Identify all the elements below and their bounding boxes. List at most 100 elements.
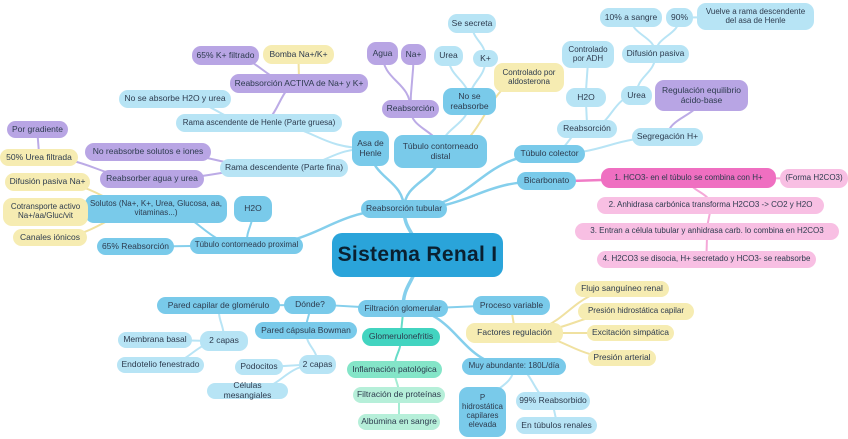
node-membrana-basal[interactable]: Membrana basal [118, 332, 192, 348]
node-label: Filtración de proteínas [356, 389, 442, 400]
node-10-sangre[interactable]: 10% a sangre [600, 8, 662, 27]
node-reabsorber-agua-urea[interactable]: Reabsorber agua y urea [100, 170, 204, 188]
node-tubulo-distal[interactable]: Túbulo contorneado distal [394, 135, 487, 168]
node-controlado-aldosterona[interactable]: Controlado por aldosterona [494, 63, 564, 92]
central-topic[interactable]: Sistema Renal I [332, 233, 503, 277]
node-proceso-variable[interactable]: Proceso variable [473, 296, 550, 315]
node-celulas-mesangiales[interactable]: Células mesangiales [207, 381, 288, 400]
node-label: Vuelve a rama descendente del asa de Hen… [705, 6, 806, 25]
node-podocitos[interactable]: Podocitos [235, 359, 283, 375]
node-tubulo-proximal[interactable]: Túbulo contorneado proximal [190, 237, 303, 254]
node-glomerulonefritis[interactable]: Glomerulonefritis [362, 328, 440, 346]
node-label: 4. H2CO3 se disocia, H+ secretado y HCO3… [602, 254, 811, 264]
node-rama-descendente[interactable]: Rama descendente (Parte fina) [220, 159, 348, 177]
node-65-reabsorcion[interactable]: 65% Reabsorción [97, 238, 174, 255]
node-reabsorcion-activa[interactable]: Reabsorción ACTIVA de Na+ y K+ [230, 74, 368, 93]
node-label: Bicarbonato [523, 175, 570, 186]
node-donde[interactable]: Dónde? [284, 296, 336, 314]
node-reabsorcion-purple[interactable]: Reabsorción [382, 100, 439, 118]
node-label: Solutos (Na+, K+, Urea, Glucosa, aa, vit… [89, 199, 223, 217]
node-label: Sistema Renal I [337, 243, 498, 267]
node-forma-h2co3[interactable]: (Forma H2CO3) [780, 169, 848, 188]
node-muy-abundante[interactable]: Muy abundante: 180L/día [462, 358, 566, 375]
node-2capas-1[interactable]: 2 capas [200, 331, 248, 351]
node-asa-henle[interactable]: Asa de Henle [352, 131, 389, 166]
node-no-se-reabsorbe[interactable]: No se reabsorbe [443, 88, 496, 115]
node-segregacion-h[interactable]: Segregación H+ [632, 128, 703, 146]
node-65-k-filtrado[interactable]: 65% K+ filtrado [192, 46, 259, 65]
node-filtracion-proteinas[interactable]: Filtración de proteínas [353, 387, 445, 403]
node-urea-top[interactable]: Urea [434, 46, 463, 66]
node-label: Reabsorción tubular [365, 203, 443, 214]
node-label: P hidrostática capilares elevada [462, 393, 503, 429]
node-difusion-pasiva-na[interactable]: Difusión pasiva Na+ [5, 173, 90, 191]
node-cotransporte[interactable]: Cotransporte activo Na+/aa/Gluc/vit [3, 198, 88, 226]
node-label: Agua [372, 47, 393, 58]
node-bicarbonato[interactable]: Bicarbonato [517, 172, 576, 190]
node-vuelve-rama[interactable]: Vuelve a rama descendente del asa de Hen… [697, 3, 814, 30]
node-anhidrasa-2[interactable]: 2. Anhidrasa carbónica transforma H2CO3 … [597, 197, 824, 214]
node-label: K+ [480, 52, 491, 63]
node-hco3-1[interactable]: 1. HCO3- en el túbulo se combina con H+ [601, 168, 776, 188]
node-albumina[interactable]: Albúmina en sangre [358, 414, 440, 430]
node-regulacion-acido-base[interactable]: Regulación equilibrio ácido-base [655, 80, 748, 111]
node-canales-ionicos[interactable]: Canales iónicos [13, 229, 87, 246]
node-label: Rama descendente (Parte fina) [224, 162, 344, 173]
node-label: Controlado por ADH [568, 44, 608, 63]
node-2capas-2[interactable]: 2 capas [299, 355, 336, 374]
node-label: 3. Entran a célula tubular y anhidrasa c… [590, 226, 824, 236]
node-en-tubulos[interactable]: En túbulos renales [516, 417, 597, 434]
node-label: Se secreta [451, 17, 493, 28]
node-90[interactable]: 90% [666, 8, 693, 27]
node-urea-right[interactable]: Urea [621, 86, 652, 105]
node-label: En túbulos renales [521, 419, 592, 430]
node-h2o-right[interactable]: H2O [566, 88, 606, 107]
node-pared-bowman[interactable]: Pared cápsula Bowman [255, 322, 357, 339]
node-h2o-left[interactable]: H2O [234, 196, 272, 222]
node-agua[interactable]: Agua [367, 42, 398, 65]
node-label: Difusión pasiva [626, 48, 685, 59]
node-factores-regulacion[interactable]: Factores regulación [466, 323, 563, 343]
node-bomba-na-k[interactable]: Bomba Na+/K+ [263, 45, 334, 64]
node-solutos[interactable]: Solutos (Na+, K+, Urea, Glucosa, aa, vit… [85, 195, 227, 223]
node-no-absorbe-h2o-urea[interactable]: No se absorbe H2O y urea [119, 90, 231, 108]
node-label: H2O [577, 91, 595, 102]
node-label: Asa de Henle [357, 137, 384, 158]
node-reabsorcion-right[interactable]: Reabsorción [557, 120, 617, 138]
node-entran-3[interactable]: 3. Entran a célula tubular y anhidrasa c… [575, 223, 839, 240]
node-label: Reabsorción [386, 103, 435, 114]
node-label: 65% Reabsorción [101, 240, 170, 251]
node-label: Dónde? [295, 299, 325, 310]
node-reabsorcion-tubular[interactable]: Reabsorción tubular [361, 200, 447, 218]
node-50-urea-filtrada[interactable]: 50% Urea filtrada [0, 149, 78, 166]
node-pared-capilar[interactable]: Pared capilar de glomérulo [157, 297, 280, 314]
node-presion-hidrostatica[interactable]: Presión hidrostática capilar [578, 303, 694, 320]
node-p-hidrostatica[interactable]: P hidrostática capilares elevada [459, 387, 506, 437]
node-disocia-4[interactable]: 4. H2CO3 se disocia, H+ secretado y HCO3… [597, 251, 816, 268]
node-label: Pared cápsula Bowman [261, 324, 351, 335]
node-se-secreta[interactable]: Se secreta [448, 14, 496, 33]
node-label: Controlado por aldosterona [502, 67, 556, 86]
node-label: Por gradiente [11, 123, 64, 134]
node-flujo-sanguineo[interactable]: Flujo sanguíneo renal [575, 281, 669, 297]
node-rama-ascendente[interactable]: Rama ascendente de Henle (Parte gruesa) [176, 114, 342, 132]
node-label: 2 capas [209, 335, 239, 346]
node-difusion-pasiva[interactable]: Difusión pasiva [622, 45, 689, 63]
node-label: Reabsorción ACTIVA de Na+ y K+ [234, 77, 364, 88]
node-label: No se reabsorbe [450, 90, 489, 111]
node-na[interactable]: Na+ [401, 44, 426, 65]
node-filtracion-glomerular[interactable]: Filtración glomerular [358, 300, 448, 317]
node-presion-arterial[interactable]: Presión arterial [588, 350, 656, 366]
node-endotelio[interactable]: Endotelio fenestrado [117, 357, 204, 373]
node-controlado-adh[interactable]: Controlado por ADH [562, 41, 614, 68]
node-excitacion[interactable]: Excitación simpática [587, 325, 674, 341]
node-label: Cotransporte activo Na+/aa/Gluc/vit [10, 202, 81, 220]
node-inflamacion[interactable]: Inflamación patológica [347, 361, 442, 378]
node-no-reabsorbe-solutos[interactable]: No reabsorbe solutos e iones [85, 143, 211, 161]
node-label: No reabsorbe solutos e iones [92, 146, 204, 157]
node-tubulo-colector[interactable]: Túbulo colector [514, 145, 585, 163]
node-k-top[interactable]: K+ [473, 50, 498, 67]
node-99-reabsorbido[interactable]: 99% Reabsorbido [516, 392, 590, 410]
node-por-gradiente[interactable]: Por gradiente [7, 121, 68, 138]
node-label: 2 capas [302, 358, 333, 369]
